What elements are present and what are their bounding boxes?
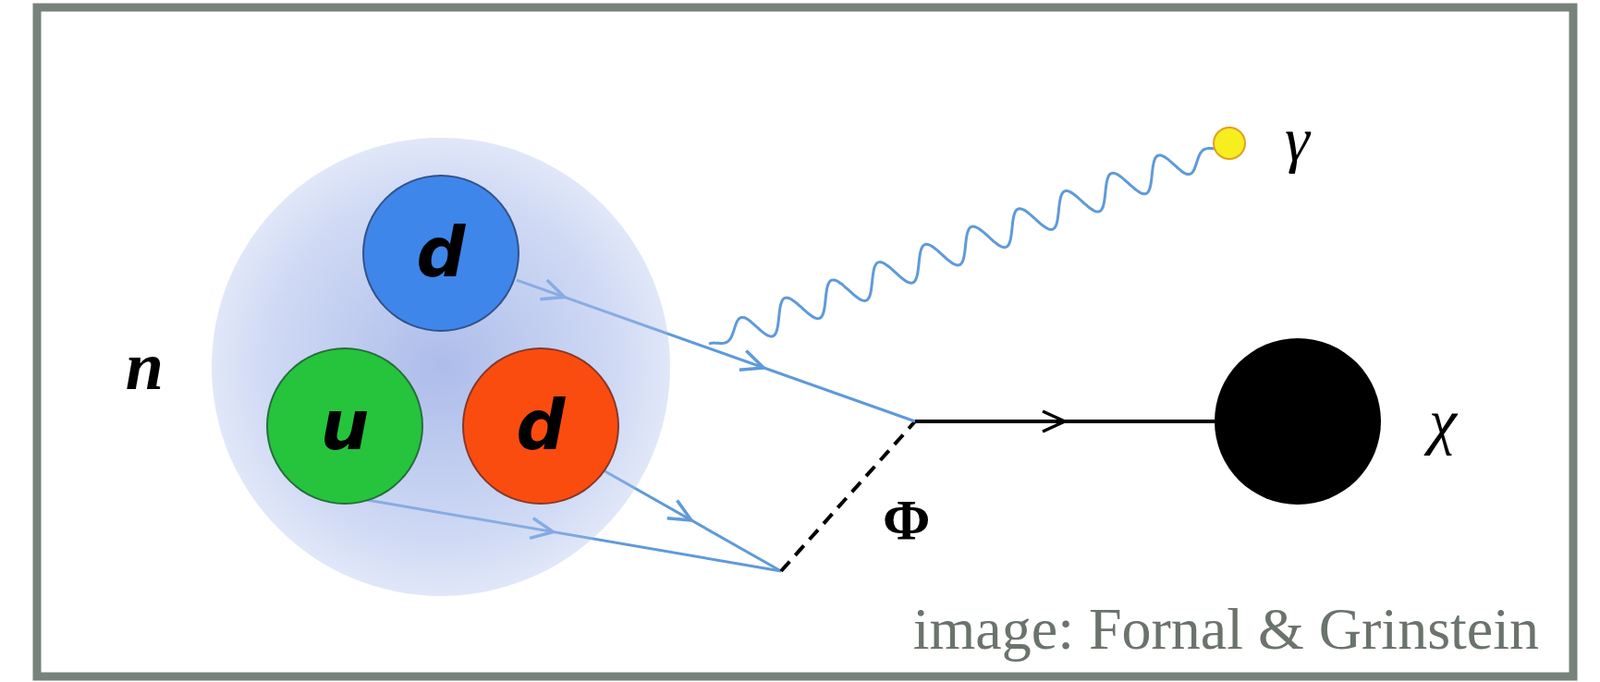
caption-credit: image: Fornal & Grinstein [909,597,1543,662]
dark-particle: χ [1214,338,1381,505]
quark-label: d [416,215,466,291]
particle-label: n [125,329,164,404]
photon-dot: γ [1212,126,1246,160]
photon-wave [708,147,1222,344]
quark-label: u [320,388,370,464]
field-label: Φ [882,488,930,551]
quark-circle: d [462,347,620,505]
particle-label: γ [1284,105,1310,175]
quark-label: d [516,388,566,464]
quark-circle: d [362,174,520,332]
arrowhead [1042,411,1065,432]
arrowhead [739,351,764,371]
particle-label: χ [1429,387,1457,457]
arrowhead [667,500,692,521]
quark-circle: u [266,347,424,505]
frame [36,7,1574,677]
neutron-circle: ndud [211,137,671,597]
